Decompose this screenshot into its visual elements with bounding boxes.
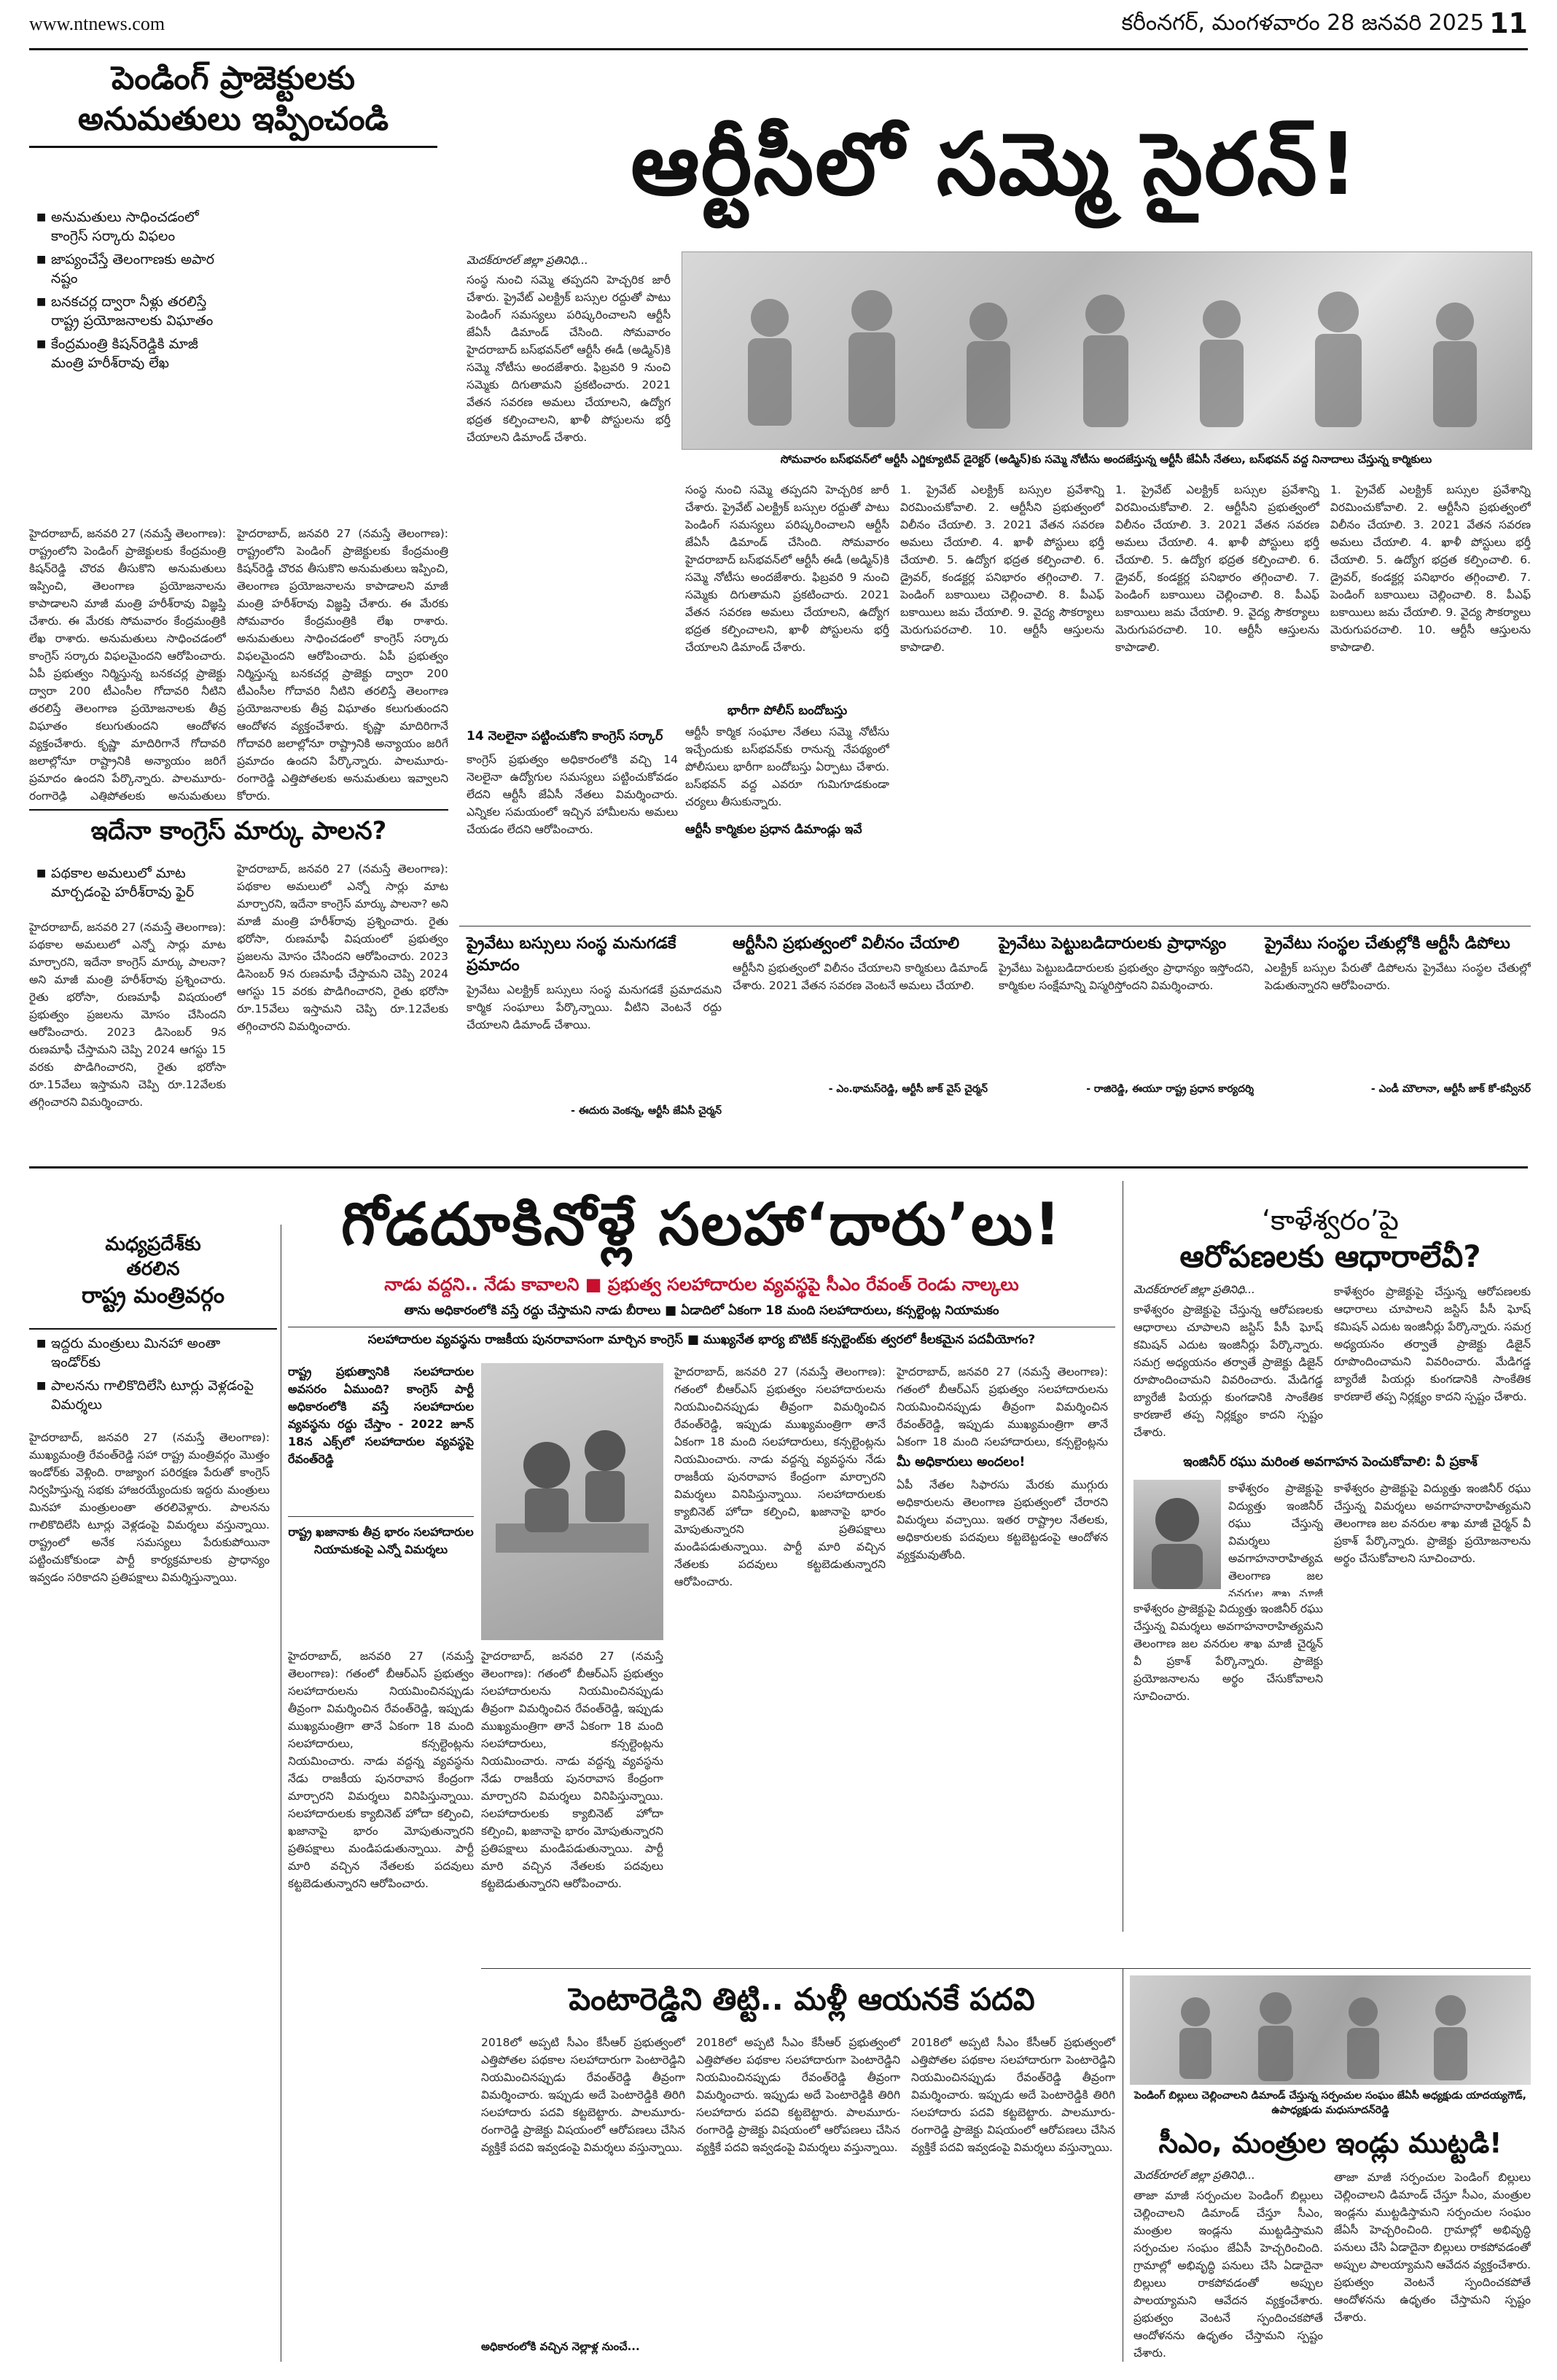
mp-body: హైదరాబాద్, జనవరి 27 (నమస్తే తెలంగాణ): ము… <box>29 1431 270 1584</box>
main-headline: ఆర్టీసీలో సమ్మె సైరన్! <box>631 114 1359 214</box>
bullet-item: ఇద్దరు మంత్రులు మినహా అంతా ఇండోర్‌కు <box>36 1334 270 1372</box>
advisors-sub-body: ఏపీ నేతల సిఫారసు మేరకు ముగ్గురు అధికారుల… <box>897 1478 1108 1561</box>
rtc-strike-photo <box>682 251 1532 450</box>
kaleshwaram-title-line2: ఆరోపణలకు ఆధారాలేవీ? <box>1179 1238 1481 1274</box>
penta-top-rule <box>481 1968 1531 1969</box>
cm-byline: మెదక్‌రూరల్ జిల్లా ప్రతినిధి... <box>1133 2169 1255 2182</box>
rtc-sub2: భారీగా పోలీస్ బందోబస్తు <box>727 703 848 718</box>
quote-box-body: ఎలక్ట్రిక్ బస్సుల పేరుతో డిపోలను ప్రైవేట… <box>1265 961 1531 992</box>
pending-projects-title: పెండింగ్ ప్రాజెక్టులకు అనుమతులు ఇప్పించం… <box>29 58 437 140</box>
congress-body-col2: హైదరాబాద్, జనవరి 27 (నమస్తే తెలంగాణ): పథ… <box>237 862 448 1033</box>
congress-rule-title: ఇదేనా కాంగ్రెస్ మార్కు పాలన? <box>90 816 387 846</box>
rtc-sub1: 14 నెలలైనా పట్టించుకోని కాంగ్రెస్ సర్కార… <box>467 729 663 744</box>
rtc-sub2-body: ఆర్టీసీ కార్మిక సంఘాల నేతలు సమ్మె నోటీసు… <box>685 725 889 808</box>
advisors-strip3: సలహాదారుల వ్యవస్థను రాజకీయ పునరావాసంగా మ… <box>367 1333 1036 1347</box>
kaleshwaram-sub-body-a: కాళేశ్వరం ప్రాజెక్టుపై విద్యుత్తు ఇంజినీ… <box>1228 1482 1323 1596</box>
pending-divider <box>29 146 437 148</box>
section-rule <box>29 1166 1528 1168</box>
kaleshwaram-title-line1: ‘కాళేశ్వరం’పై <box>1262 1204 1399 1236</box>
rtc-demands-col1: 1. ప్రైవేట్ ఎలక్ట్రిక్ బస్సుల ప్రవేశాన్న… <box>900 483 1104 654</box>
quote-box-title: ప్రైవేటు సంస్థల చేతుల్లోకి ఆర్టీసీ డిపోల… <box>1265 935 1510 953</box>
quote-box-by: - ఈదురు వెంకన్న, ఆర్టీసీ జేఏసీ చైర్మన్ <box>571 1105 722 1117</box>
quote-box-by: - ఎండీ మౌలానా, ఆర్టీసీ జాక్ కో-కన్వీనర్ <box>1370 1083 1531 1095</box>
pullquote-rule <box>288 1516 474 1517</box>
header-rule <box>29 48 1528 50</box>
quote-box-title: ప్రైవేటు పెట్టుబడిదారులకు ప్రాధాన్యం <box>999 935 1227 953</box>
kaleshwaram-body-col2: కాళేశ్వరం ప్రాజెక్టుపై చేస్తున్న ఆరోపణలక… <box>1334 1285 1531 1403</box>
penta-headline: పెంటారెడ్డిని తిట్టి.. మళ్లీ ఆయనకే పదవి <box>569 1981 1035 2017</box>
kaleshwaram-sub-body-b: కాళేశ్వరం ప్రాజెక్టుపై విద్యుత్తు ఇంజినీ… <box>1133 1602 1323 1703</box>
kaleshwaram-body-col1: కాళేశ్వరం ప్రాజెక్టుపై చేస్తున్న ఆరోపణలక… <box>1133 1303 1323 1439</box>
bullet-item: పాలనను గాలికొదిలేసి టూర్లు వెళ్లడంపై విమ… <box>36 1376 270 1414</box>
mp-cabinet-title: మధ్యప్రదేశ్‌కు తరలిన రాష్ట్ర మంత్రివర్గం <box>29 1232 277 1311</box>
mp-title-line1: మధ్యప్రదేశ్‌కు <box>105 1233 201 1255</box>
cm-body-col1: తాజా మాజీ సర్పంచుల పెండింగ్ బిల్లులు చెల… <box>1133 2189 1323 2360</box>
bullet-item: పథకాల అమలులో మాట మార్చడంపై హరీశ్‌రావు ఫై… <box>36 864 226 902</box>
bullet-item: కేంద్రమంత్రి కిషన్‌రెడ్డికి మాజీ మంత్రి … <box>36 335 226 372</box>
mp-bullets: ఇద్దరు మంత్రులు మినహా అంతా ఇండోర్‌కు పాల… <box>36 1334 270 1419</box>
rtc-sub1-body: కాంగ్రెస్ ప్రభుత్వం అధికారంలోకి వచ్చి 14… <box>467 753 678 836</box>
mp-divider <box>29 1328 277 1330</box>
page-number: 11 <box>1489 7 1528 39</box>
congress-body-col1: హైదరాబాద్, జనవరి 27 (నమస్తే తెలంగాణ): పథ… <box>29 921 226 1109</box>
mp-title-line3: రాష్ట్ర మంత్రివర్గం <box>82 1283 225 1308</box>
pending-body-col1: హైదరాబాద్, జనవరి 27 (నమస్తే తెలంగాణ): రా… <box>29 527 226 802</box>
quote-box-by: - ఎం.థామస్‌రెడ్డి, ఆర్టీసీ జాక్ వైస్ చైర… <box>828 1083 988 1095</box>
pending-projects-title-line1: పెండింగ్ ప్రాజెక్టులకు <box>112 60 355 97</box>
advisors-body-col1: హైదరాబాద్, జనవరి 27 (నమస్తే తెలంగాణ): గత… <box>288 1650 474 1890</box>
sarpanch-photo <box>1130 1975 1531 2085</box>
rtc-demands-col2: 1. ప్రైవేట్ ఎలక్ట్రిక్ బస్సుల ప్రవేశాన్న… <box>1115 483 1319 654</box>
cm-kicker: పెండింగ్ బిల్లులు చెల్లించాలని డిమాండ్ చ… <box>1133 2090 1527 2116</box>
quote-box-body: ఆర్టీసీని ప్రభుత్వంలో విలీనం చేయాలని కార… <box>733 961 988 992</box>
pending-projects-title-line2: అనుమతులు ఇప్పించండి <box>77 101 389 138</box>
advisors-pullquote: రాష్ట్ర ప్రభుత్వానికి సలహాదారుల అవసరం ఏమ… <box>288 1365 474 1466</box>
quote-box-body: ప్రైవేటు ఎలక్ట్రిక్ బస్సులు సంస్థ మనుగడక… <box>467 983 722 1031</box>
quote-box-body: ప్రైవేటు పెట్టుబడిదారులకు ప్రభుత్వం ప్రా… <box>999 961 1254 992</box>
quote-box-3: ప్రైవేటు పెట్టుబడిదారులకు ప్రాధాన్యం ప్ర… <box>999 933 1254 1097</box>
rtc-body-col2: సంస్థ నుంచి సమ్మె తప్పదని హెచ్చరిక జారీ … <box>685 483 889 654</box>
advisors-cartoon <box>481 1363 663 1640</box>
bullet-item: అనుమతులు సాధించడంలో కాంగ్రెస్ సర్కారు వి… <box>36 208 226 246</box>
cm-body-col2: తాజా మాజీ సర్పంచుల పెండింగ్ బిల్లులు చెల… <box>1334 2171 1531 2324</box>
rtc-photo-caption: సోమవారం బస్‌భవన్‌లో ఆర్టీసీ ఎగ్జిక్యూటివ… <box>780 453 1432 466</box>
penta-footer: అధికారంలోకి వచ్చిన నెల్లాళ్ల నుంచే... <box>481 2340 640 2353</box>
pending-body-col2: హైదరాబాద్, జనవరి 27 (నమస్తే తెలంగాణ): రా… <box>237 527 448 802</box>
pending-bullets: అనుమతులు సాధించడంలో కాంగ్రెస్ సర్కారు వి… <box>36 208 226 377</box>
quote-box-by: - రాజిరెడ్డి, ఈయూ రాష్ట్ర ప్రధాన కార్యదర… <box>1086 1083 1254 1095</box>
bullet-item: బనకచర్ల ద్వారా నీళ్లు తరలిస్తే రాష్ట్ర ప… <box>36 292 226 330</box>
quote-box-2: ఆర్టీసీని ప్రభుత్వంలో విలీనం చేయాలి ఆర్ట… <box>733 933 988 1097</box>
rtc-byline: మెదక్‌రూరల్ జిల్లా ప్రతినిధి... <box>467 254 588 267</box>
site-url[interactable]: www.ntnews.com <box>29 13 165 34</box>
advisors-sub: మీ అధికారులు అందలం! <box>897 1454 1026 1470</box>
kaleshwaram-sub: ఇంజినీర్ రఘు మరింత అవగాహన పెంచుకోవాలి: వ… <box>1183 1454 1478 1470</box>
quote-box-1: ప్రైవేటు బస్సులు సంస్థ మనుగడకే ప్రమాదం ప… <box>467 933 722 1119</box>
advisors-pullquote2: రాష్ట్ర ఖజానాకు తీవ్ర భారం సలహాదారుల నియ… <box>288 1525 474 1556</box>
kaleshwaram-title: ‘కాళేశ్వరం’పై ఆరోపణలకు ఆధారాలేవీ? <box>1130 1203 1531 1276</box>
congress-top-rule <box>29 809 448 811</box>
edition-date: కరీంనగర్, మంగళవారం 28 జనవరి 2025 <box>1121 10 1484 36</box>
kaleshwaram-sub-body-c: కాళేశ్వరం ప్రాజెక్టుపై విద్యుత్తు ఇంజినీ… <box>1334 1482 1531 1565</box>
rtc-sub3: ఆర్టీసీ కార్మికుల ప్రధాన డిమాండ్లు ఇవే <box>685 822 862 837</box>
rtc-body-col1: సంస్థ నుంచి సమ్మె తప్పదని హెచ్చరిక జారీ … <box>467 273 671 444</box>
quote-box-4: ప్రైవేటు సంస్థల చేతుల్లోకి ఆర్టీసీ డిపోల… <box>1265 933 1531 1097</box>
advisors-body-col3: హైదరాబాద్, జనవరి 27 (నమస్తే తెలంగాణ): గత… <box>674 1365 886 1588</box>
penta-body-col2: 2018లో అప్పటి సీఎం కేసీఆర్ ప్రభుత్వంలో ఎ… <box>696 2036 900 2154</box>
advisors-headline: గోడదూకినోళ్లే సలహా‘దారు’లు! <box>341 1190 1062 1258</box>
mp-title-line2: తరలిన <box>126 1258 180 1280</box>
advisors-body-col4: హైదరాబాద్, జనవరి 27 (నమస్తే తెలంగాణ): గత… <box>897 1365 1108 1448</box>
penta-body-col3: 2018లో అప్పటి సీఎం కేసీఆర్ ప్రభుత్వంలో ఎ… <box>911 2036 1115 2154</box>
kaleshwaram-byline: మెదక్‌రూరల్ జిల్లా ప్రతినిధి... <box>1133 1283 1255 1296</box>
advisors-body-col2: హైదరాబాద్, జనవరి 27 (నమస్తే తెలంగాణ): గత… <box>481 1650 663 1890</box>
advisors-red-strip: నాడు వద్దని.. నేడు కావాలని ■ ప్రభుత్వ సల… <box>384 1274 1019 1295</box>
bullet-item: జాప్యంచేస్తే తెలంగాణకు అపార నష్టం <box>36 250 226 288</box>
congress-bullets: పథకాల అమలులో మాట మార్చడంపై హరీశ్‌రావు ఫై… <box>36 864 226 906</box>
rtc-demands-col3: 1. ప్రైవేట్ ఎలక్ట్రిక్ బస్సుల ప్రవేశాన్న… <box>1330 483 1531 654</box>
quote-box-title: ఆర్టీసీని ప్రభుత్వంలో విలీనం చేయాలి <box>733 935 960 953</box>
advisors-strip2: తాను అధికారంలోకి వస్తే రద్దు చేస్తామని న… <box>404 1303 999 1318</box>
penta-body-col1: 2018లో అప్పటి సీఎం కేసీఆర్ ప్రభుత్వంలో ఎ… <box>481 2036 685 2154</box>
engineer-photo <box>1133 1480 1221 1589</box>
quote-box-title: ప్రైవేటు బస్సులు సంస్థ మనుగడకే ప్రమాదం <box>467 935 676 975</box>
cm-headline: సీఎం, మంత్రుల ఇండ్లు ముట్టడి! <box>1158 2127 1502 2159</box>
